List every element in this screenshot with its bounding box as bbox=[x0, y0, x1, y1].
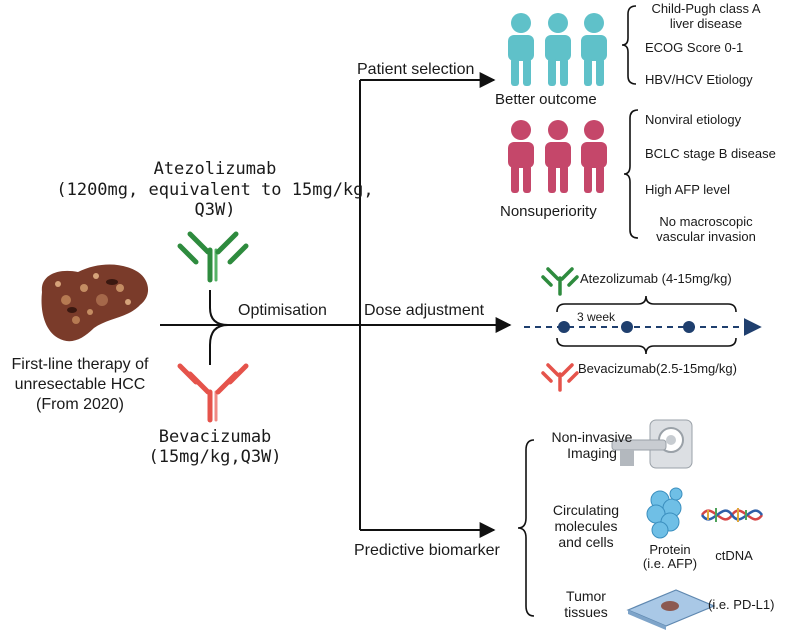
atezolizumab-dose-line2: Q3W) bbox=[194, 200, 236, 220]
dose-interval-label: 3 week bbox=[577, 310, 616, 324]
hcc-label-line3: (From 2020) bbox=[35, 396, 125, 413]
dose-bevacizumab-label: Bevacizumab(2.5-15mg/kg) bbox=[578, 361, 737, 376]
bevacizumab-label: Bevacizumab bbox=[158, 427, 272, 447]
predictive-biomarker-label: Predictive biomarker bbox=[354, 542, 500, 559]
protein-icon bbox=[646, 487, 683, 539]
tissue-slide-icon bbox=[626, 589, 716, 630]
better-item-child-pugh-2: liver disease bbox=[669, 16, 743, 31]
optimisation-label: Optimisation bbox=[238, 302, 327, 319]
timeline-dot bbox=[683, 321, 695, 333]
brace-dose-bottom bbox=[556, 337, 737, 355]
atezolizumab-label: Atezolizumab bbox=[153, 159, 277, 179]
nonsuperiority-label: Nonsuperiority bbox=[500, 203, 597, 220]
better-item-etiology: HBV/HCV Etiology bbox=[645, 72, 753, 87]
tumor-label-line2: tissues bbox=[564, 604, 608, 620]
atezolizumab-dose-line1: (1200mg, equivalent to 15mg/kg, bbox=[56, 180, 374, 200]
dose-adjustment-label: Dose adjustment bbox=[364, 302, 485, 319]
circulating-label-line2: molecules bbox=[554, 518, 618, 534]
imaging-label-line2: Imaging bbox=[567, 445, 617, 461]
non-item-afp: High AFP level bbox=[645, 182, 731, 197]
non-item-macroscopic-1: No macroscopic bbox=[659, 214, 753, 229]
brace-better-outcome bbox=[621, 5, 637, 85]
better-outcome-people-icon bbox=[508, 13, 607, 86]
ctdna-label: ctDNA bbox=[715, 548, 753, 563]
dose-atezolizumab-label: Atezolizumab (4-15mg/kg) bbox=[580, 271, 732, 286]
antibody-merge-line-bottom bbox=[209, 324, 229, 365]
better-item-ecog: ECOG Score 0-1 bbox=[645, 40, 744, 55]
better-item-child-pugh-1: Child-Pugh class A bbox=[651, 1, 761, 16]
nonsuperiority-people-icon bbox=[508, 120, 607, 193]
timeline-dot bbox=[558, 321, 570, 333]
tumor-label-line1: Tumor bbox=[566, 588, 606, 604]
dna-icon bbox=[700, 508, 764, 522]
liver-icon bbox=[41, 264, 149, 342]
bevacizumab-dose: (15mg/kg,Q3W) bbox=[148, 447, 282, 467]
patient-selection-label: Patient selection bbox=[357, 61, 475, 78]
brace-biomarker bbox=[517, 439, 535, 617]
braces bbox=[517, 5, 737, 617]
connector-lines bbox=[160, 72, 512, 538]
circulating-label-line1: Circulating bbox=[552, 502, 620, 518]
dose-timeline bbox=[524, 318, 762, 336]
bevacizumab-antibody-icon bbox=[177, 363, 249, 423]
ct-scanner-icon bbox=[611, 419, 693, 469]
antibody-merge-line-top bbox=[209, 290, 229, 326]
better-outcome-label: Better outcome bbox=[495, 91, 597, 108]
circulating-label-line3: and cells bbox=[558, 534, 614, 550]
brace-dose-top bbox=[556, 295, 737, 313]
non-item-nonviral: Nonviral etiology bbox=[645, 112, 742, 127]
non-item-bclc: BCLC stage B disease bbox=[645, 146, 776, 161]
atezolizumab-antibody-icon bbox=[177, 231, 249, 283]
hcc-label-line2: unresectable HCC bbox=[14, 376, 146, 393]
hcc-label-line1: First-line therapy of bbox=[11, 356, 149, 373]
protein-label-line1: Protein bbox=[649, 542, 691, 557]
protein-label-line2: (i.e. AFP) bbox=[642, 556, 698, 571]
brace-nonsuperiority bbox=[623, 109, 639, 239]
non-item-macroscopic-2: vascular invasion bbox=[656, 229, 756, 244]
timeline-dot bbox=[621, 321, 633, 333]
pdl1-label: (i.e. PD-L1) bbox=[708, 597, 775, 612]
atezolizumab-small-antibody-icon bbox=[541, 267, 579, 296]
bevacizumab-small-antibody-icon bbox=[541, 363, 579, 392]
imaging-label-line1: Non-invasive bbox=[551, 429, 633, 445]
